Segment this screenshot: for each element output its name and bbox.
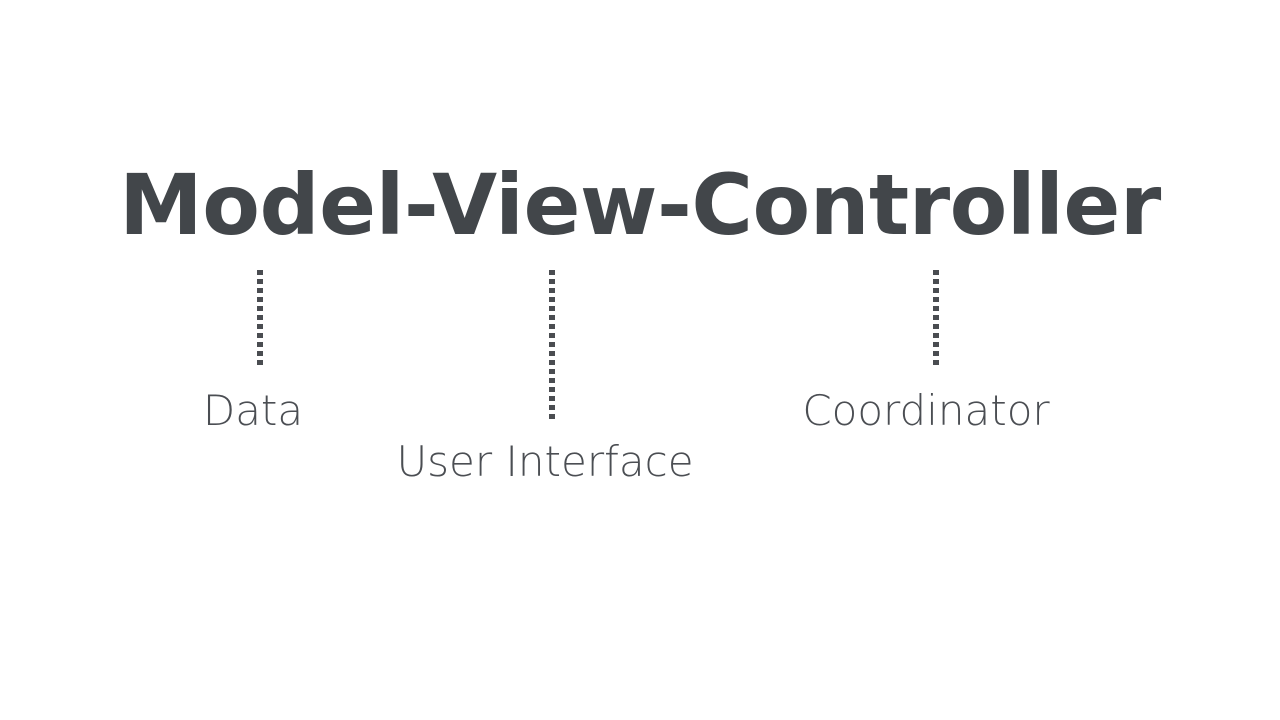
connector-line-view (549, 270, 555, 420)
leaf-label-data: Data (202, 386, 304, 435)
leaf-label-coordinator: Coordinator (802, 386, 1050, 435)
connector-line-controller (933, 270, 939, 366)
connector-line-model (257, 270, 263, 366)
page-title: Model-View-Controller (119, 156, 1161, 254)
leaf-label-user-interface: User Interface (396, 437, 694, 486)
